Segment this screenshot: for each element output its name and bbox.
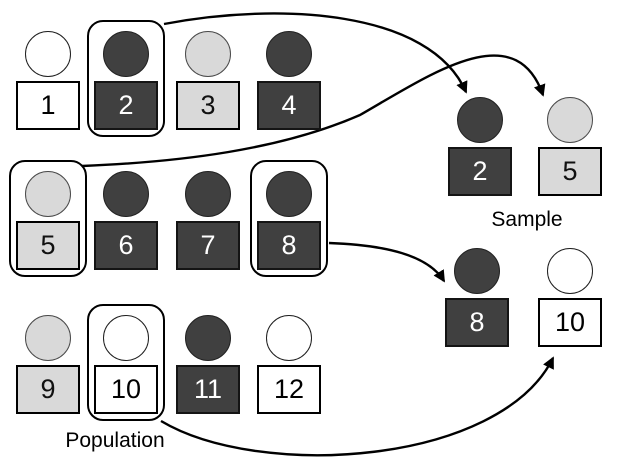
person-head-circle bbox=[266, 31, 312, 77]
population-figure-7: 7 bbox=[176, 171, 240, 271]
person-head-circle bbox=[547, 97, 593, 143]
person-head-circle bbox=[454, 248, 500, 294]
population-figure-8: 8 bbox=[250, 160, 328, 277]
selection-outline-10 bbox=[87, 304, 165, 421]
person-head-circle bbox=[103, 171, 149, 217]
person-head-circle bbox=[185, 315, 231, 361]
sample-figure-2: 2 bbox=[448, 97, 512, 197]
person-number-box: 8 bbox=[257, 221, 321, 270]
population-figure-3: 3 bbox=[176, 31, 240, 131]
sample-figure-8: 8 bbox=[445, 248, 509, 348]
person-number: 5 bbox=[562, 156, 578, 186]
population-figure-4: 4 bbox=[257, 31, 321, 131]
person-number-box: 8 bbox=[445, 298, 509, 347]
arrow-population-figure-8-to-sample-figure-8 bbox=[328, 241, 446, 283]
sample-label: Sample bbox=[491, 208, 563, 231]
person-number-box: 12 bbox=[257, 365, 321, 414]
person-number: 2 bbox=[472, 156, 488, 186]
person-number-box: 7 bbox=[176, 221, 240, 270]
person-number-box: 5 bbox=[538, 147, 602, 196]
person-head-circle bbox=[266, 315, 312, 361]
person-number-box: 6 bbox=[94, 221, 158, 270]
person-number: 2 bbox=[118, 90, 134, 120]
person-number: 10 bbox=[554, 307, 586, 337]
person-number: 12 bbox=[273, 374, 305, 404]
selection-outline-2 bbox=[87, 20, 165, 137]
population-label: Population bbox=[65, 429, 165, 452]
person-head-circle bbox=[185, 171, 231, 217]
population-figure-11: 11 bbox=[176, 315, 240, 415]
person-number: 8 bbox=[469, 307, 485, 337]
person-number: 9 bbox=[40, 374, 56, 404]
person-number-box: 4 bbox=[257, 81, 321, 130]
person-head-circle bbox=[25, 315, 71, 361]
person-number: 11 bbox=[193, 374, 223, 404]
person-number-box: 2 bbox=[448, 147, 512, 196]
person-number: 6 bbox=[118, 230, 134, 260]
population-figure-9: 9 bbox=[16, 315, 80, 415]
person-number-box: 10 bbox=[538, 298, 602, 347]
person-head-circle bbox=[185, 31, 231, 77]
person-number-box: 5 bbox=[16, 221, 80, 270]
person-number-box: 10 bbox=[94, 365, 158, 414]
sample-figure-5: 5 bbox=[538, 97, 602, 197]
person-head-circle bbox=[103, 31, 149, 77]
population-figure-10: 10 bbox=[87, 304, 165, 421]
person-number: 8 bbox=[281, 230, 297, 260]
person-number-box: 11 bbox=[176, 365, 240, 414]
person-head-circle bbox=[457, 97, 503, 143]
selection-outline-5 bbox=[9, 160, 87, 277]
person-head-circle bbox=[547, 248, 593, 294]
population-figure-6: 6 bbox=[94, 171, 158, 271]
person-number-box: 3 bbox=[176, 81, 240, 130]
person-number-box: 2 bbox=[94, 81, 158, 130]
person-head-circle bbox=[103, 315, 149, 361]
person-number: 7 bbox=[200, 230, 216, 260]
person-number: 10 bbox=[110, 374, 142, 404]
person-head-circle bbox=[266, 171, 312, 217]
person-number-box: 1 bbox=[16, 81, 80, 130]
population-figure-1: 1 bbox=[16, 31, 80, 131]
sample-figure-10: 10 bbox=[538, 248, 602, 348]
population-figure-2: 2 bbox=[87, 20, 165, 137]
person-head-circle bbox=[25, 31, 71, 77]
population-figure-12: 12 bbox=[257, 315, 321, 415]
person-number-box: 9 bbox=[16, 365, 80, 414]
person-number: 5 bbox=[40, 230, 56, 260]
person-head-circle bbox=[25, 171, 71, 217]
selection-outline-8 bbox=[250, 160, 328, 277]
person-number: 3 bbox=[200, 90, 216, 120]
person-number: 4 bbox=[281, 90, 297, 120]
person-number: 1 bbox=[40, 90, 56, 120]
population-figure-5: 5 bbox=[9, 160, 87, 277]
